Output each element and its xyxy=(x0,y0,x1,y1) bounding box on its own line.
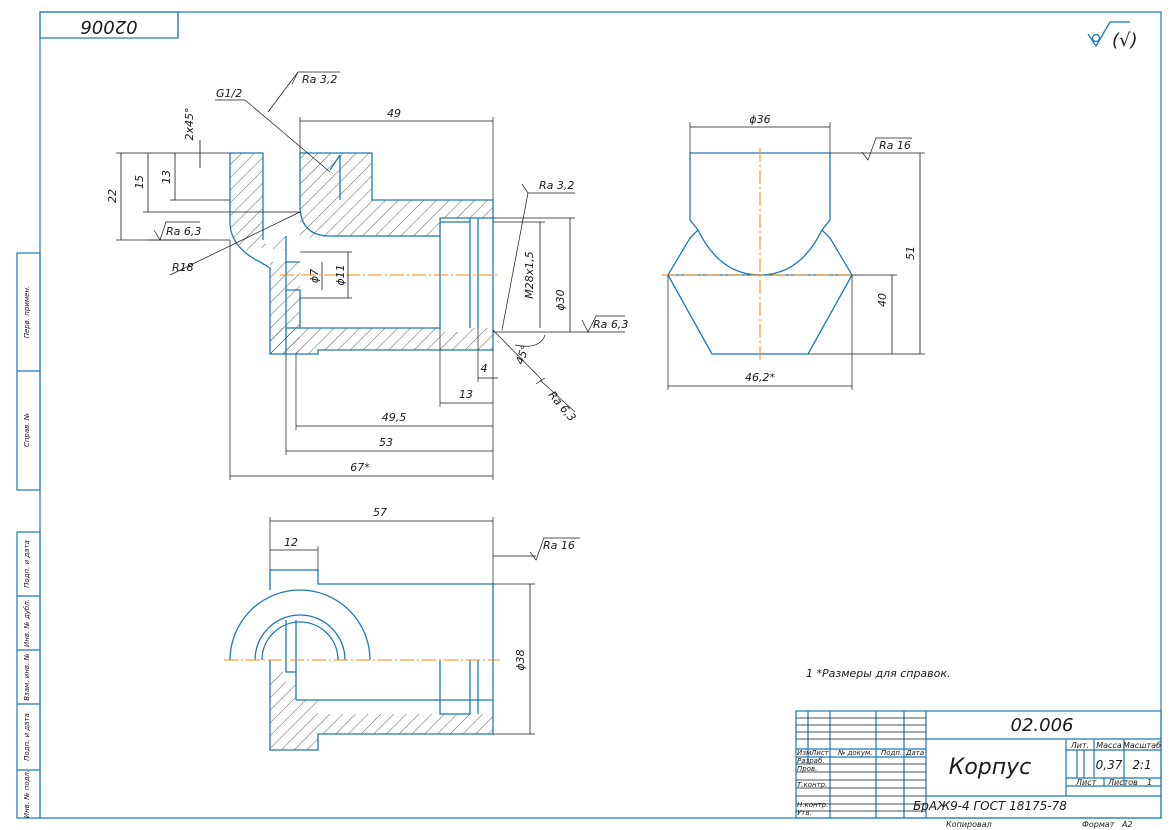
dim-67: 67* xyxy=(350,461,370,474)
sheet-frame xyxy=(39,11,1162,819)
title-col-sign: Подп. xyxy=(881,749,902,757)
side-strip-label: Справ. № xyxy=(23,413,31,447)
thread-m-label: M28x1,5 xyxy=(523,251,536,299)
dim-d11: ϕ11 xyxy=(334,264,347,285)
section-hatch-lower xyxy=(270,328,493,354)
thread-g-label: G1/2 xyxy=(216,87,242,100)
side-strip-label: Инв. № дубл. xyxy=(23,599,31,647)
title-scale-value: 2:1 xyxy=(1132,758,1151,772)
title-col-izm: Изм xyxy=(797,749,812,757)
title-lit-header: Лит. xyxy=(1070,741,1089,750)
radius-label: R18 xyxy=(172,261,194,274)
dim-49: 49 xyxy=(387,107,401,120)
format-value: А2 xyxy=(1121,820,1133,829)
dim-53: 53 xyxy=(379,436,393,449)
title-material: БрАЖ9-4 ГОСТ 18175-78 xyxy=(913,799,1067,813)
dim-15: 15 xyxy=(133,175,146,189)
chamfer-top-label: 2x45° xyxy=(183,107,196,140)
side-strip xyxy=(16,252,41,819)
side-strip-label: Инв. № подл. xyxy=(23,770,31,818)
bottom-view xyxy=(224,517,536,751)
title-row-utv: Утв. xyxy=(797,809,812,817)
roughness-face-left: Ra 6,3 xyxy=(166,225,201,238)
section-hatch-left xyxy=(230,153,300,354)
roughness-icon xyxy=(153,71,912,561)
section-dimensions xyxy=(116,71,625,480)
copied-label: Копировал xyxy=(946,820,992,829)
roughness-face-right: Ra 6,3 xyxy=(593,318,628,331)
side-strip-label: Взам. инв. № xyxy=(23,653,31,701)
dim-22: 22 xyxy=(106,189,119,203)
roughness-bottom-view: Ra 16 xyxy=(543,539,575,552)
side-strip-label: Подп. и дата xyxy=(23,540,31,588)
dim-d30: ϕ30 xyxy=(554,289,567,310)
title-col-doc: № докум. xyxy=(837,749,873,757)
title-col-list: Лист xyxy=(810,749,830,757)
title-sheets-label: Листов xyxy=(1107,778,1138,787)
title-mass-value: 0,37 xyxy=(1096,758,1123,772)
roughness-side-view: Ra 16 xyxy=(879,139,911,152)
dim-13-vertical: 13 xyxy=(160,170,173,184)
title-row-nkontr: Н.контр. xyxy=(797,801,828,809)
dim-d7: ϕ7 xyxy=(308,269,321,283)
designation-rotated: 02006 xyxy=(80,16,137,37)
dim-40: 40 xyxy=(876,293,889,307)
dim-46-2: 46,2* xyxy=(745,371,775,384)
side-strip-label: Перв. примен. xyxy=(23,286,31,339)
title-part-name: Корпус xyxy=(949,755,1032,780)
dim-d38: ϕ38 xyxy=(514,649,527,670)
drawing-note: 1 *Размеры для справок. xyxy=(806,667,951,680)
roughness-chamfer: Ra 6,3 xyxy=(546,389,579,424)
title-mass-header: Масса xyxy=(1096,741,1122,750)
title-row-tkontr: Т.контр. xyxy=(797,781,827,789)
format-label: Формат xyxy=(1082,820,1115,829)
title-row-prov: Пров. xyxy=(797,765,817,773)
section-view xyxy=(229,152,500,355)
chamfer-angle-label: 45° xyxy=(513,343,532,366)
title-block xyxy=(795,710,1162,819)
title-col-date: Дата xyxy=(905,749,924,757)
dim-57: 57 xyxy=(373,506,387,519)
title-scale-header: Масштаб xyxy=(1123,741,1161,750)
dim-12: 12 xyxy=(284,536,298,549)
dim-49-5: 49,5 xyxy=(382,411,407,424)
title-sheet-label: Лист xyxy=(1075,778,1097,787)
general-roughness-label: (√) xyxy=(1112,30,1138,51)
title-row-razrab: Разраб. xyxy=(797,757,825,765)
section-hatch-upper xyxy=(300,153,493,238)
dim-51: 51 xyxy=(904,246,917,260)
side-view xyxy=(662,122,925,390)
dim-d36: ϕ36 xyxy=(749,113,770,126)
roughness-bore-m: Ra 3,2 xyxy=(539,179,574,192)
side-strip-label: Подп. и дата xyxy=(23,713,31,761)
general-roughness-icon xyxy=(1087,21,1130,48)
dim-4: 4 xyxy=(481,362,488,375)
title-sheets-count: 1 xyxy=(1147,778,1152,787)
dim-13-horizontal: 13 xyxy=(459,388,473,401)
title-designation: 02.006 xyxy=(1011,715,1074,736)
roughness-thread-g: Ra 3,2 xyxy=(302,73,337,86)
